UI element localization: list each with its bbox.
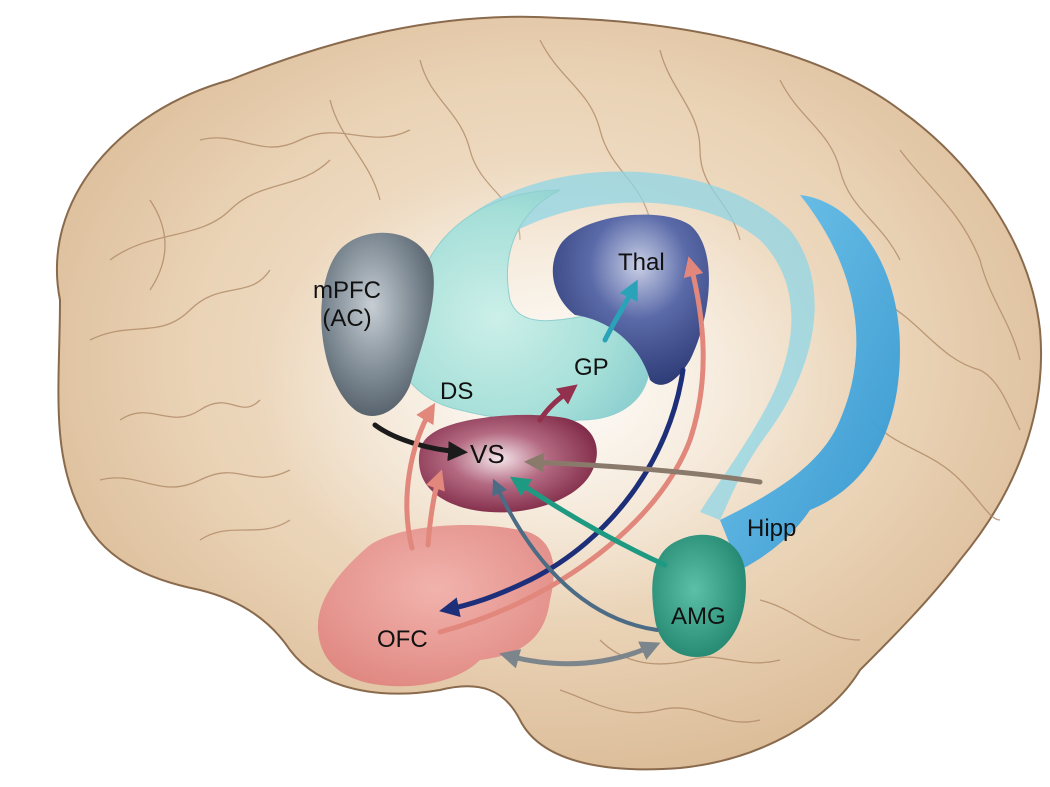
arrow-ofc-amg-bidirectional	[499, 641, 661, 669]
mpfc-region	[321, 232, 434, 416]
brain-gyri	[89, 39, 1021, 723]
label-mpfc-line1: mPFC	[313, 277, 381, 304]
arrow-ofc-to-ds	[404, 402, 436, 551]
hippocampus	[720, 195, 900, 570]
label-amg: AMG	[671, 603, 726, 630]
arrow-hipp-to-vs	[524, 452, 763, 485]
amygdala	[652, 534, 746, 657]
label-gp: GP	[574, 354, 609, 381]
arrow-ofc-to-vs	[425, 469, 445, 548]
ventral-striatum	[418, 414, 597, 513]
label-mpfc: mPFC (AC)	[302, 277, 392, 333]
label-ds: DS	[440, 378, 474, 405]
ofc-region	[317, 525, 554, 687]
arrow-vs-to-gp	[537, 384, 578, 423]
label-hipp: Hipp	[747, 515, 797, 542]
arrow-gp-to-thal	[602, 279, 638, 343]
arrow-amg-to-vs-2	[492, 478, 659, 632]
arrow-ofc-to-thal	[437, 256, 706, 635]
label-thal: Thal	[618, 249, 665, 276]
arrow-amg-to-vs	[510, 476, 668, 568]
label-vs: VS	[470, 439, 505, 469]
label-mpfc-line2: (AC)	[322, 305, 372, 332]
label-ofc: OFC	[377, 626, 428, 653]
arrow-thal-to-ofc	[439, 367, 686, 618]
